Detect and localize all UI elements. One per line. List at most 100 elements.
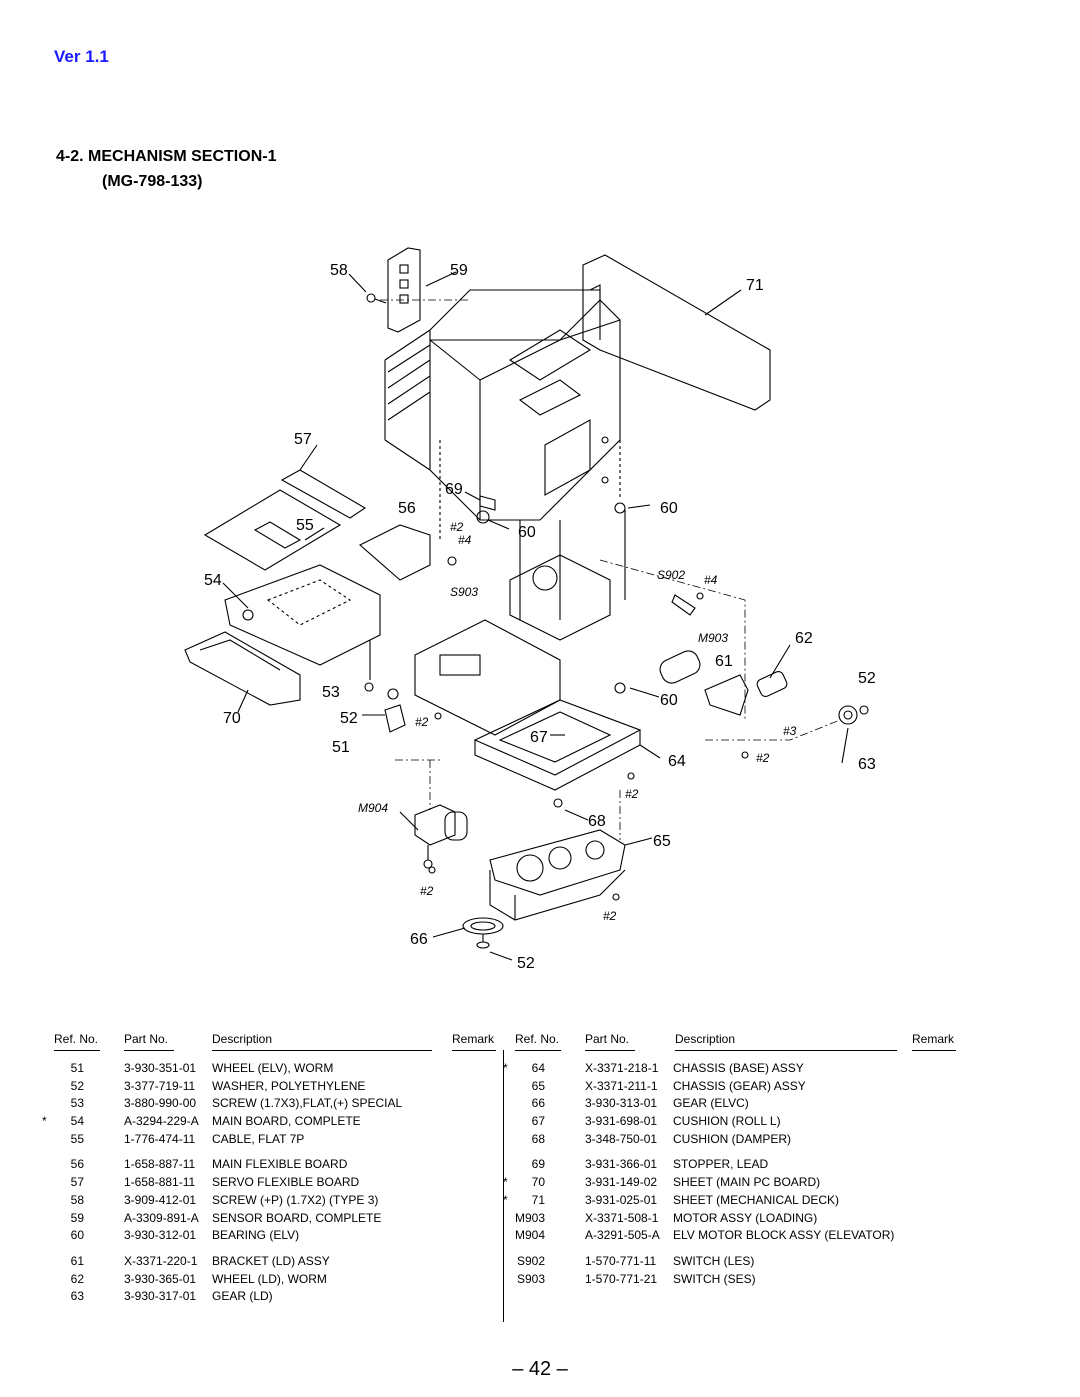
page-number: – 42 – (512, 1358, 568, 1380)
row-description: CABLE, FLAT 7P (212, 1131, 305, 1146)
callout-58: 58 (330, 262, 348, 279)
header-remark: Remark (452, 1032, 495, 1046)
row-description: CUSHION (ROLL L) (673, 1114, 781, 1129)
row-part-no: 3-931-149-02 (585, 1175, 658, 1190)
note-screw-4a: #4 (458, 533, 472, 547)
callout-70: 70 (223, 710, 241, 727)
section-subtitle: (MG-798-133) (102, 173, 203, 190)
parts-list-header: Ref. No. Part No. Description Remark (54, 1032, 500, 1054)
note-screw-2d: #2 (625, 787, 639, 801)
row-ref-no: 60 (70, 1228, 84, 1243)
row-description: WHEEL (LD), WORM (212, 1271, 327, 1286)
callout-60a: 60 (660, 500, 678, 517)
diagram-callouts: 58 59 71 57 69 56 60 55 60 54 62 61 52 5… (204, 262, 876, 972)
callout-56: 56 (398, 500, 416, 517)
row-ref-no: 66 (531, 1096, 545, 1111)
note-s902: S902 (657, 568, 685, 582)
chassis-gear-drawing (489, 829, 626, 921)
note-screw-2b: #2 (415, 715, 429, 729)
row-part-no: 3-930-312-01 (124, 1228, 197, 1243)
row-description: GEAR (ELVC) (673, 1096, 749, 1111)
row-part-no: A-3294-229-A (124, 1114, 199, 1129)
row-description: CHASSIS (BASE) ASSY (673, 1061, 804, 1075)
callout-52b: 52 (340, 710, 358, 727)
header-ref-no: Ref. No. (54, 1032, 99, 1046)
chassis-base-drawing (414, 510, 642, 791)
row-description: SWITCH (LES) (673, 1253, 755, 1268)
gear-elvc-drawing (462, 917, 504, 949)
row-ref-no: S903 (516, 1271, 545, 1286)
exploded-view-diagram: 58 59 71 57 69 56 60 55 60 54 62 61 52 5… (184, 247, 876, 972)
callout-67: 67 (530, 729, 548, 746)
note-s903: S903 (450, 585, 478, 599)
callout-63: 63 (858, 756, 876, 773)
callout-68: 68 (588, 813, 606, 830)
row-ref-no: 70 (531, 1175, 545, 1190)
row-part-no: 1-570-771-21 (585, 1271, 658, 1286)
callout-54: 54 (204, 572, 222, 589)
row-ref-no: 55 (70, 1131, 84, 1146)
callout-71: 71 (746, 277, 764, 294)
note-screw-2c: #2 (756, 751, 770, 765)
row-part-no: 1-570-771-11 (585, 1253, 657, 1268)
sheet-main-pc-board-drawing (184, 631, 301, 713)
row-ref-no: 67 (531, 1114, 545, 1129)
note-m904: M904 (358, 801, 388, 815)
row-description: ELV MOTOR BLOCK ASSY (ELEVATOR) (673, 1228, 895, 1243)
header-part-no: Part No. (585, 1032, 630, 1046)
table-row: S903 1-570-771-21 SWITCH (SES) (515, 1271, 960, 1289)
row-ref-no: 61 (70, 1253, 84, 1268)
note-screw-2e: #2 (420, 884, 434, 898)
header-ref-no: Ref. No. (515, 1032, 560, 1046)
row-mark: * (503, 1061, 508, 1075)
row-ref-no: 65 (531, 1078, 545, 1093)
row-part-no: 3-931-025-01 (585, 1192, 658, 1207)
row-ref-no: 71 (531, 1192, 545, 1207)
row-mark: * (503, 1175, 508, 1190)
callout-60c: 60 (660, 692, 678, 709)
callout-69: 69 (445, 481, 463, 498)
row-part-no: 3-377-719-11 (124, 1078, 196, 1093)
callout-60b: 60 (518, 524, 536, 541)
callout-61: 61 (715, 653, 733, 670)
header-part-no: Part No. (124, 1032, 169, 1046)
row-ref-no: 57 (70, 1175, 84, 1190)
header-remark: Remark (912, 1032, 955, 1046)
row-part-no: 3-930-313-01 (585, 1096, 658, 1111)
callout-55: 55 (296, 517, 314, 534)
header-description: Description (675, 1032, 736, 1046)
row-part-no: 3-909-412-01 (124, 1192, 197, 1207)
row-ref-no: 54 (70, 1114, 84, 1129)
row-part-no: X-3371-220-1 (124, 1253, 198, 1268)
callout-64: 64 (668, 753, 686, 770)
note-screw-4b: #4 (704, 573, 718, 587)
sheet-mechanical-deck-drawing (582, 254, 771, 411)
table-row: 66 3-930-313-01 GEAR (ELVC) (515, 1095, 960, 1113)
row-ref-no: 64 (531, 1061, 545, 1075)
callout-65: 65 (653, 833, 671, 850)
row-description: WASHER, POLYETHYLENE (212, 1078, 366, 1093)
loading-motor-drawing (659, 592, 869, 725)
sensor-board-drawing (366, 247, 421, 333)
callout-57: 57 (294, 431, 312, 448)
row-description: SWITCH (SES) (673, 1271, 756, 1286)
row-part-no: 3-930-365-01 (124, 1271, 197, 1286)
row-description: SERVO FLEXIBLE BOARD (212, 1175, 360, 1190)
diagram-notes: #2 #4 S903 S902 #4 M903 #3 #2 #2 M904 #2… (358, 520, 797, 898)
